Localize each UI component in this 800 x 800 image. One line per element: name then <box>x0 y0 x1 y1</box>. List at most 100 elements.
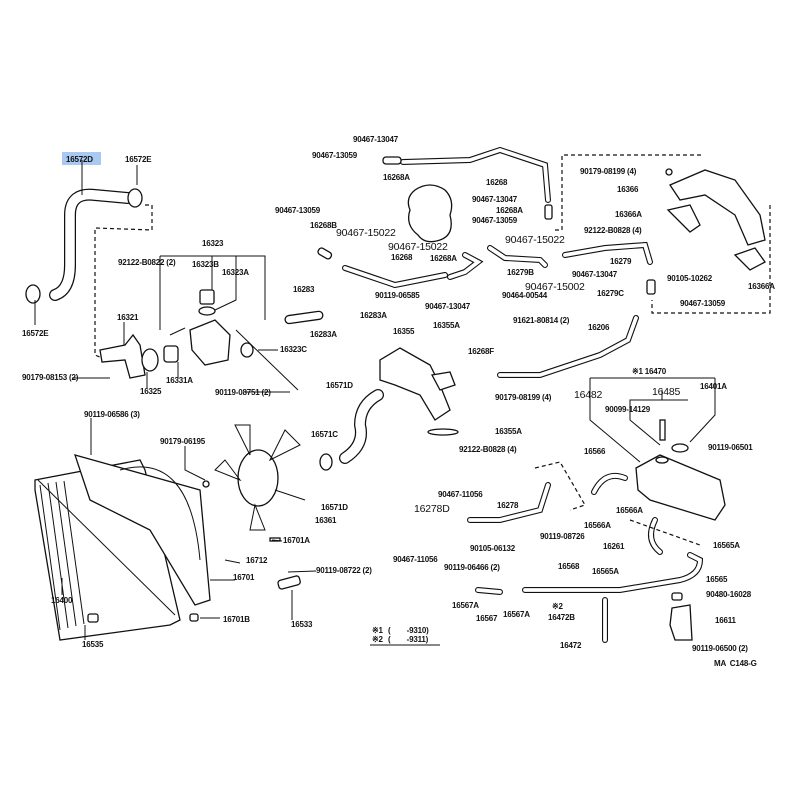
part-label[interactable]: 16331A <box>166 376 193 385</box>
upper-radiator-hose[interactable] <box>25 188 143 304</box>
hose-16268-lower[interactable] <box>284 245 548 325</box>
part-label[interactable]: 16268A <box>496 206 523 215</box>
part-label[interactable]: 16701 <box>233 573 255 582</box>
part-label[interactable]: 16278D <box>414 503 450 515</box>
part-label[interactable]: ※1 16470 <box>632 367 667 376</box>
part-label[interactable]: 16283A <box>310 330 337 339</box>
part-label[interactable]: 90467-13059 <box>472 216 518 225</box>
part-label[interactable]: 90467-15022 <box>336 227 396 239</box>
part-label[interactable]: 16571D <box>326 381 353 390</box>
part-label[interactable]: 90179-08199 (4) <box>580 167 637 176</box>
part-label[interactable]: 16535 <box>82 640 104 649</box>
part-label[interactable]: 16206 <box>588 323 610 332</box>
part-label[interactable]: 16355A <box>433 321 460 330</box>
part-label[interactable]: 16261 <box>603 542 625 551</box>
part-label[interactable]: 16565A <box>592 567 619 576</box>
part-label[interactable]: 16325 <box>140 387 162 396</box>
part-label[interactable]: 16571D <box>321 503 348 512</box>
part-label[interactable]: 16366A <box>615 210 642 219</box>
part-label[interactable]: 92122-B0822 (2) <box>118 258 176 267</box>
part-label[interactable]: 16268A <box>430 254 457 263</box>
part-label[interactable]: 16572E <box>22 329 49 338</box>
part-label[interactable]: 16268 <box>486 178 508 187</box>
part-label[interactable]: 90467-13059 <box>312 151 358 160</box>
part-label[interactable]: 16400 <box>51 596 73 605</box>
part-label[interactable]: 16278 <box>497 501 519 510</box>
part-label[interactable]: 90467-13059 <box>680 299 726 308</box>
part-label[interactable]: 16572E <box>125 155 152 164</box>
part-label[interactable]: 16268 <box>391 253 413 262</box>
part-label[interactable]: 90467-13047 <box>353 135 399 144</box>
part-label[interactable]: 16283 <box>293 285 315 294</box>
part-label[interactable]: 90099-14129 <box>605 405 651 414</box>
part-label[interactable]: 90467-13047 <box>425 302 471 311</box>
part-label[interactable]: 90179-08153 (2) <box>22 373 79 382</box>
part-label[interactable]: 16279 <box>610 257 632 266</box>
part-label[interactable]: 16268B <box>310 221 337 230</box>
part-label[interactable]: 91621-80814 (2) <box>513 316 570 325</box>
part-label[interactable]: 90464-00544 <box>502 291 548 300</box>
part-label[interactable]: 90119-08751 (2) <box>215 388 271 397</box>
part-label[interactable]: 90119-06500 (2) <box>692 644 748 653</box>
part-label[interactable]: 16568 <box>558 562 580 571</box>
part-label[interactable]: 90480-16028 <box>706 590 752 599</box>
part-label[interactable]: 90467-15022 <box>505 234 565 246</box>
water-bypass-bracket[interactable] <box>665 168 766 271</box>
part-label[interactable]: 92122-B0828 (4) <box>459 445 517 454</box>
part-label[interactable]: 16533 <box>291 620 313 629</box>
part-label[interactable]: 90467-11056 <box>393 555 438 564</box>
part-label[interactable]: 90119-06466 (2) <box>444 563 500 572</box>
water-inlet[interactable] <box>319 347 459 471</box>
part-label[interactable]: 16701A <box>283 536 310 545</box>
part-label[interactable]: 90467-13047 <box>572 270 618 279</box>
reservoir-tank[interactable] <box>635 419 726 521</box>
part-label[interactable]: 16712 <box>246 556 268 565</box>
part-label[interactable]: 16279C <box>597 289 624 298</box>
hose-16268[interactable] <box>382 146 553 220</box>
part-label[interactable]: 16472 <box>560 641 582 650</box>
part-label[interactable]: 90179-08199 (4) <box>495 393 552 402</box>
part-label[interactable]: 16279B <box>507 268 534 277</box>
part-label[interactable]: 90105-06132 <box>470 544 516 553</box>
part-label[interactable]: 16323B <box>192 260 219 269</box>
part-label[interactable]: 16268A <box>383 173 410 182</box>
part-label[interactable]: 90467-11056 <box>438 490 483 499</box>
part-label[interactable]: 90119-06586 (3) <box>84 410 140 419</box>
part-label[interactable]: 16485 <box>652 386 681 398</box>
part-label[interactable]: 16323C <box>280 345 307 354</box>
part-label[interactable]: 16366 <box>617 185 639 194</box>
part-label[interactable]: 16472B <box>548 613 575 622</box>
part-label[interactable]: 90467-15002 <box>525 281 585 293</box>
overflow-hoses[interactable] <box>467 472 704 643</box>
part-label[interactable]: 90467-15022 <box>388 241 448 253</box>
fan-shroud[interactable] <box>73 454 211 606</box>
part-label[interactable]: 16567A <box>503 610 530 619</box>
part-label[interactable]: 16401A <box>700 382 727 391</box>
part-label[interactable]: 16566 <box>584 447 606 456</box>
part-label[interactable]: 16323A <box>222 268 249 277</box>
part-label[interactable]: 16321 <box>117 313 139 322</box>
part-label[interactable]: 16355 <box>393 327 415 336</box>
part-label[interactable]: 92122-B0828 (4) <box>584 226 642 235</box>
hose-16279[interactable] <box>562 241 656 295</box>
water-outlet[interactable] <box>99 289 254 379</box>
part-label[interactable]: 16566A <box>616 506 643 515</box>
part-label[interactable]: 16355A <box>495 427 522 436</box>
part-label[interactable]: 90467-13047 <box>472 195 518 204</box>
part-label[interactable]: 16482 <box>574 389 603 401</box>
part-label[interactable]: 90119-06585 <box>375 291 420 300</box>
part-label[interactable]: 90119-08726 <box>540 532 585 541</box>
part-label[interactable]: 16567 <box>476 614 498 623</box>
part-label[interactable]: 16701B <box>223 615 250 624</box>
part-label[interactable]: 16566A <box>584 521 611 530</box>
part-label[interactable]: 90467-13059 <box>275 206 321 215</box>
part-label[interactable]: 90105-10262 <box>667 274 713 283</box>
part-label[interactable]: 16323 <box>202 239 224 248</box>
part-label[interactable]: 16283A <box>360 311 387 320</box>
pipe-16206[interactable] <box>497 315 639 378</box>
part-label[interactable]: 90179-06195 <box>160 437 206 446</box>
part-label[interactable]: 16366A <box>748 282 775 291</box>
part-label[interactable]: 90119-08722 (2) <box>316 566 372 575</box>
part-label[interactable]: 16565 <box>706 575 728 584</box>
part-label[interactable]: 16567A <box>452 601 479 610</box>
